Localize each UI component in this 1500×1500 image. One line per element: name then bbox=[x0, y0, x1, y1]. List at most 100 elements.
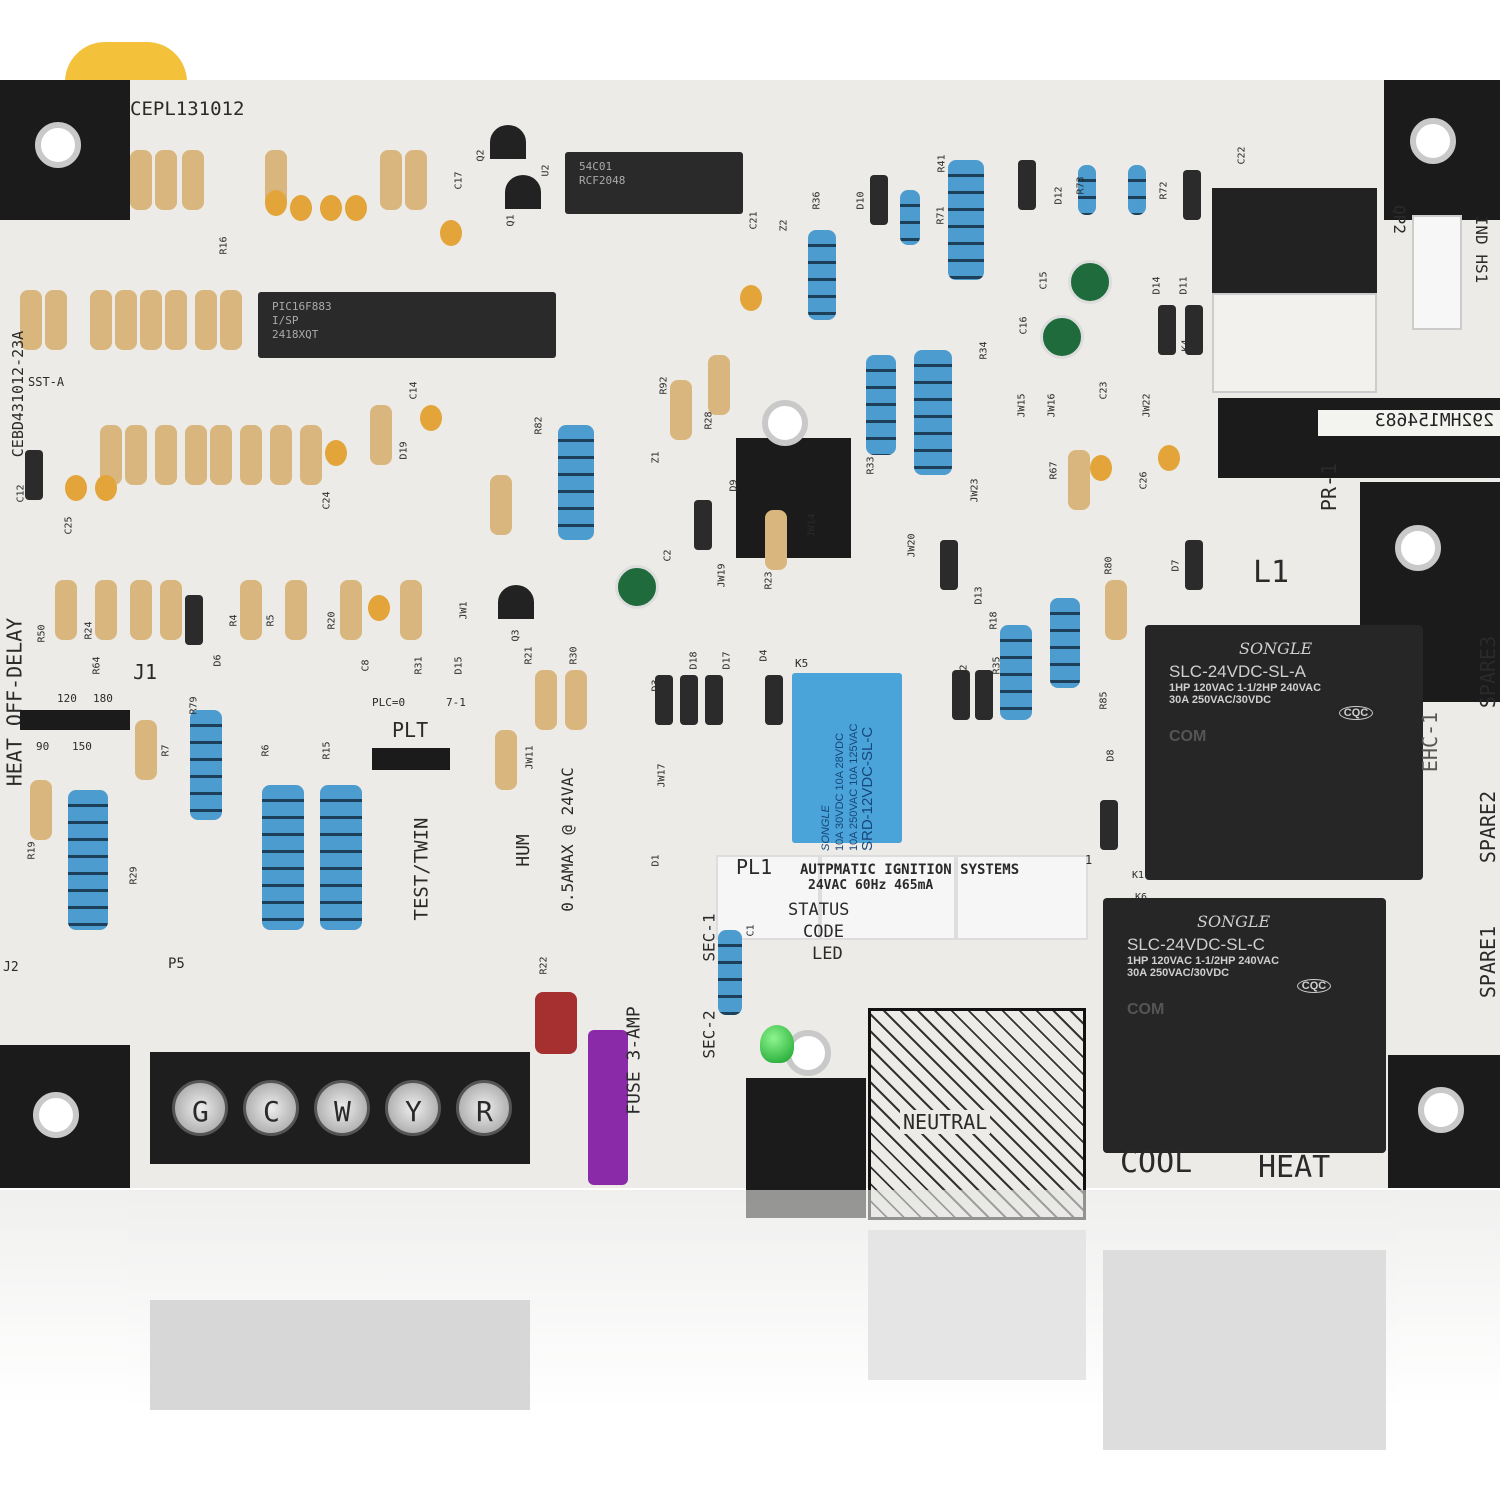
terminal-label-r: R bbox=[476, 1095, 493, 1128]
ceramic-capacitor bbox=[740, 285, 762, 311]
ignition-rating: 24VAC 60Hz 465mA bbox=[808, 878, 934, 893]
relay-spec: 30A 250VAC/30VDC bbox=[1169, 694, 1272, 706]
pr1-label: PR-1 bbox=[1317, 462, 1342, 512]
resistor bbox=[155, 150, 177, 210]
ref-designator: U2 bbox=[540, 164, 552, 177]
terminal-screw-y[interactable] bbox=[385, 1080, 441, 1136]
ref-designator: JW14 bbox=[806, 513, 818, 538]
terminal-screw-c[interactable] bbox=[243, 1080, 299, 1136]
status-led bbox=[760, 1025, 794, 1063]
ceramic-capacitor bbox=[420, 405, 442, 431]
ref-designator: Q2 bbox=[475, 149, 487, 162]
resistor bbox=[240, 425, 262, 485]
relay-k1: SONGLE SLC-24VDC-SL-A 1HP 120VAC 1-1/2HP… bbox=[1145, 625, 1423, 880]
relay-k4 bbox=[1212, 293, 1377, 393]
power-resistor bbox=[320, 785, 362, 930]
diode bbox=[1100, 800, 1118, 850]
j2-label: J2 bbox=[3, 960, 19, 975]
ref-designator: C23 bbox=[1098, 381, 1110, 400]
relay-spec: 30A 250VAC/30VDC bbox=[1127, 967, 1230, 979]
plt-header[interactable] bbox=[372, 748, 450, 770]
power-resistor bbox=[808, 230, 836, 320]
heat-label: HEAT bbox=[1258, 1150, 1331, 1185]
mounting-hole bbox=[1395, 525, 1441, 571]
ref-designator: Q3 bbox=[510, 629, 522, 642]
ceramic-capacitor bbox=[95, 475, 117, 501]
terminal-label-w: W bbox=[334, 1095, 351, 1128]
cert-mark: CQC bbox=[1339, 706, 1373, 720]
ref-designator: D13 bbox=[973, 586, 985, 605]
resistor bbox=[45, 290, 67, 350]
ref-designator: D7 bbox=[1170, 559, 1182, 572]
reflected-neutral bbox=[868, 1230, 1086, 1380]
diode bbox=[975, 670, 993, 720]
ref-designator: C2 bbox=[662, 549, 674, 562]
resistor bbox=[490, 475, 512, 535]
j1-setting: 180 bbox=[93, 692, 113, 705]
ehc1-label: EHC-1 bbox=[1418, 711, 1443, 773]
ref-designator: C12 bbox=[15, 484, 27, 503]
ref-designator: D17 bbox=[721, 651, 733, 670]
ref-designator: D11 bbox=[1178, 276, 1190, 295]
diode bbox=[940, 540, 958, 590]
ceramic-capacitor bbox=[290, 195, 312, 221]
terminal-screw-w[interactable] bbox=[314, 1080, 370, 1136]
hum-rating: 0.5AMAX @ 24VAC bbox=[557, 767, 577, 912]
board-reflection bbox=[0, 1190, 1500, 1500]
chip-text: 54C01 bbox=[579, 160, 613, 173]
resistor bbox=[220, 290, 242, 350]
terminal-screw-g[interactable] bbox=[172, 1080, 228, 1136]
ref-designator: R79 bbox=[188, 696, 200, 715]
ceramic-capacitor bbox=[325, 440, 347, 466]
relay-brand: SONGLE bbox=[1197, 912, 1271, 931]
relay-k2 bbox=[1212, 188, 1377, 293]
ref-designator: JW19 bbox=[716, 563, 728, 588]
power-resistor bbox=[190, 710, 222, 820]
ref-designator: JW11 bbox=[524, 745, 536, 770]
diode bbox=[694, 500, 712, 550]
ref-designator: R29 bbox=[128, 866, 140, 885]
mounting-hole bbox=[35, 122, 81, 168]
ref-designator: R24 bbox=[83, 621, 95, 640]
ref-designator: JW23 bbox=[969, 478, 981, 503]
status-led-label: CODE bbox=[803, 922, 844, 942]
diode bbox=[655, 675, 673, 725]
relay-spec: 1HP 120VAC 1-1/2HP 240VAC bbox=[1127, 955, 1280, 967]
j1-jumper[interactable] bbox=[20, 710, 130, 730]
ref-designator: R41 bbox=[936, 154, 948, 173]
resistor bbox=[1068, 450, 1090, 510]
resistor bbox=[100, 425, 122, 485]
fuse-3amp bbox=[588, 1030, 628, 1185]
spare1-label: SPARE1 bbox=[1476, 925, 1500, 999]
ref-designator: D15 bbox=[453, 656, 465, 675]
ref-designator: C15 bbox=[1038, 271, 1050, 290]
power-resistor bbox=[948, 160, 984, 280]
terminal-screw-r[interactable] bbox=[456, 1080, 512, 1136]
relay-brand: SONGLE bbox=[1239, 639, 1313, 658]
reflected-terminal-block bbox=[150, 1300, 530, 1410]
resistor bbox=[535, 670, 557, 730]
k5-label: K5 bbox=[795, 657, 809, 670]
ceramic-capacitor bbox=[368, 595, 390, 621]
status-led-label: LED bbox=[812, 944, 843, 964]
resistor bbox=[565, 670, 587, 730]
resistor bbox=[155, 425, 177, 485]
resistor bbox=[405, 150, 427, 210]
ceramic-capacitor bbox=[265, 190, 287, 216]
ref-designator: R28 bbox=[703, 411, 715, 430]
ref-designator: D18 bbox=[688, 651, 700, 670]
capacitor-c16 bbox=[1040, 315, 1084, 359]
spare2-label: SPARE2 bbox=[1476, 790, 1500, 864]
relay-model: SLC-24VDC-SL-C bbox=[1127, 935, 1265, 954]
board-code: CEBD431012-23A bbox=[9, 330, 28, 458]
ref-designator: C8 bbox=[360, 659, 372, 672]
hum-label: HUM bbox=[512, 834, 534, 867]
regulator-pad bbox=[736, 438, 851, 558]
ref-designator: R85 bbox=[1098, 691, 1110, 710]
resistor bbox=[300, 425, 322, 485]
ref-designator: C24 bbox=[321, 491, 333, 510]
ref-designator: R21 bbox=[523, 646, 535, 665]
resistor bbox=[765, 510, 787, 570]
